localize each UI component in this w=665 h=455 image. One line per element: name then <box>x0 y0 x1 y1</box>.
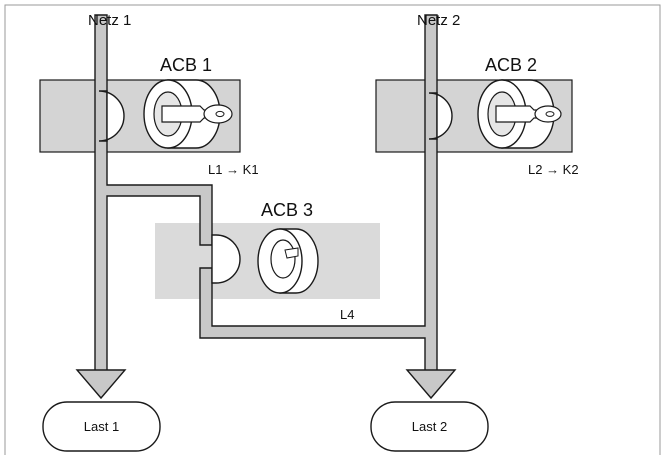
acb3-lock-icon <box>257 228 319 294</box>
diagram-frame <box>4 4 661 455</box>
acb2-lock-with-key-icon <box>477 79 562 149</box>
busbar-net2 <box>199 14 438 373</box>
arrow-load2 <box>405 369 457 400</box>
net2-label: Netz 2 <box>417 12 460 29</box>
load2-oval <box>370 401 489 452</box>
acb1-label: ACB 1 <box>160 55 212 75</box>
net1-label: Netz 1 <box>88 12 131 29</box>
load1-label: Last 1 <box>84 419 119 434</box>
acb2-label: ACB 2 <box>485 55 537 75</box>
acb1-lock-with-key-icon <box>143 79 233 149</box>
load1-oval <box>42 401 161 452</box>
acb3-label: ACB 3 <box>261 200 313 220</box>
arrow-load1 <box>75 369 127 400</box>
acb3-contact <box>211 234 241 284</box>
load2-label: Last 2 <box>412 419 447 434</box>
acb1-contact <box>98 90 125 142</box>
acb2-contact <box>428 92 453 140</box>
acb3-interlock-label: L4 <box>340 307 354 322</box>
acb1-interlock-label: L1 → K1 <box>208 162 259 177</box>
acb2-interlock-label: L2 → K2 <box>528 162 579 177</box>
